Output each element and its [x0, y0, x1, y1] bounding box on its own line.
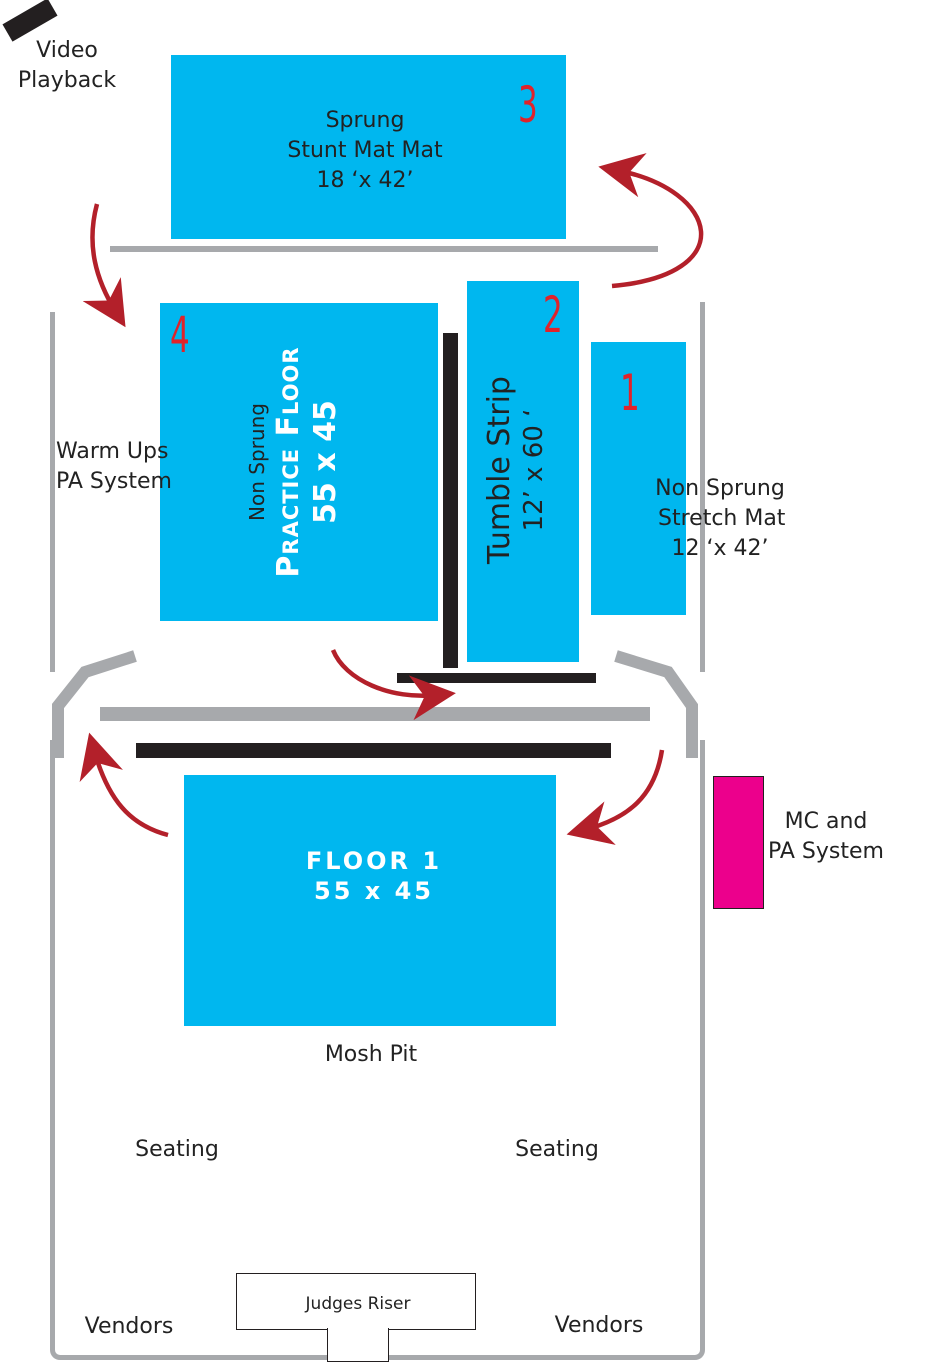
video-label-line1: Video — [36, 38, 98, 63]
judges-riser-label: Judges Riser — [305, 1294, 411, 1314]
left-angled-wall — [52, 650, 137, 758]
floor-1-size: 55 x 45 — [314, 877, 434, 905]
gray-divider-middle — [100, 707, 650, 721]
mc-line1: MC and — [784, 809, 868, 834]
video-playback-label: Video Playback — [8, 36, 126, 96]
arrow-top-right — [598, 153, 704, 289]
seating-right-label: Seating — [515, 1137, 599, 1162]
stretch-mat-label: Non Sprung Stretch Mat 12 ‘x 42’ — [650, 474, 790, 564]
mat3-line2: Stunt Mat Mat — [287, 138, 443, 163]
vendors-left-label: Vendors — [84, 1314, 174, 1339]
warmups-line1: Warm Ups — [56, 439, 169, 464]
arrow-top-left — [82, 203, 126, 328]
barrier-vertical — [443, 333, 458, 668]
mat-number-2: 2 — [543, 286, 563, 344]
mc-pa-label: MC and PA System — [766, 807, 886, 867]
top-divider — [110, 246, 658, 252]
right-wall-upper — [700, 302, 705, 672]
mat-number-4: 4 — [170, 306, 190, 364]
video-label-line2: Playback — [17, 68, 117, 93]
right-angled-wall — [614, 650, 698, 758]
warmups-label: Warm Ups PA System — [56, 437, 172, 497]
judges-riser — [236, 1273, 476, 1330]
left-wall-upper — [50, 312, 55, 672]
floor-1-title: FLOOR 1 — [305, 847, 443, 875]
mat3-line1: Sprung — [325, 108, 405, 133]
practice-floor — [160, 303, 438, 621]
mat3-line3: 18 ‘x 42’ — [316, 168, 414, 193]
arrow-lower-right — [566, 749, 665, 845]
arrow-center — [330, 649, 456, 721]
sprung-stunt-mat-label: Sprung Stunt Mat Mat 18 ‘x 42’ — [171, 106, 559, 196]
barrier-short — [397, 673, 596, 683]
barrier-long — [136, 743, 611, 758]
stretch-mat-line1: Non Sprung — [655, 476, 785, 501]
floor-1-label: FLOOR 1 55 x 45 — [184, 846, 564, 906]
judges-riser-step — [327, 1328, 389, 1362]
mat-number-1: 1 — [620, 364, 640, 422]
stretch-mat-line3: 12 ‘x 42’ — [671, 536, 769, 561]
mc-pa-system-box — [713, 776, 764, 909]
floor-1 — [184, 775, 556, 1026]
stretch-mat-line2: Stretch Mat — [658, 506, 786, 531]
arrow-lower-left — [79, 732, 169, 838]
vendors-right-label: Vendors — [554, 1313, 644, 1338]
mosh-pit-label: Mosh Pit — [324, 1042, 418, 1067]
stretch-mat — [591, 342, 686, 615]
mat-number-3: 3 — [518, 76, 538, 134]
mc-line2: PA System — [768, 839, 884, 864]
seating-left-label: Seating — [135, 1137, 219, 1162]
tumble-strip — [467, 281, 579, 662]
sprung-stunt-mat — [171, 55, 566, 239]
warmups-line2: PA System — [56, 469, 172, 494]
